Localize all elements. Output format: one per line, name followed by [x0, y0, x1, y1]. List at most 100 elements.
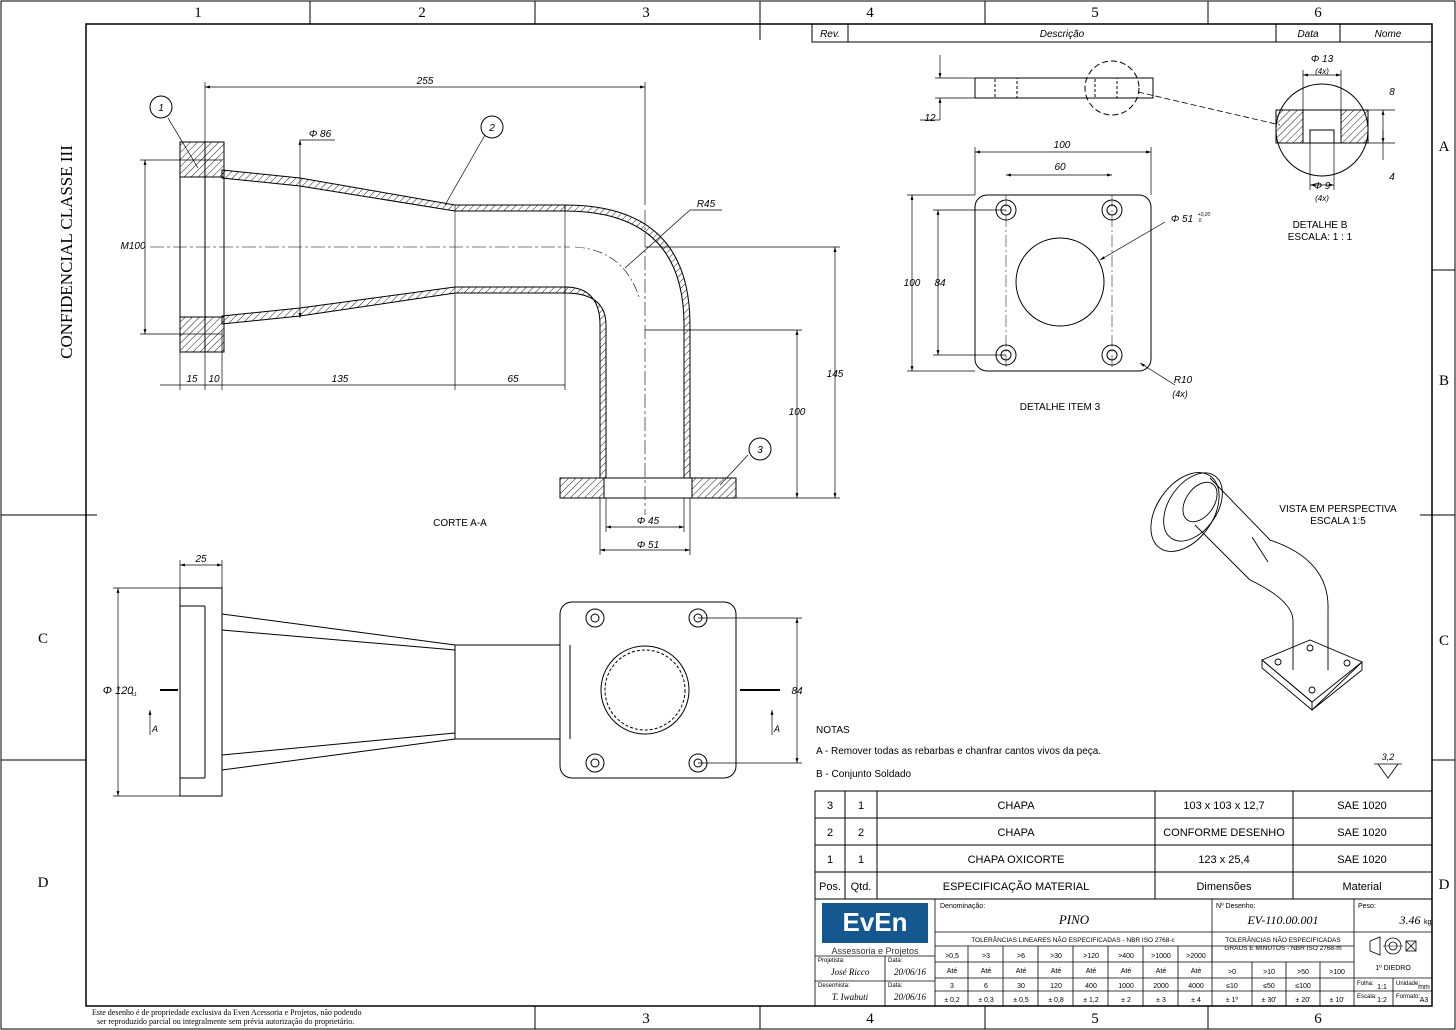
svg-text:4: 4 [866, 5, 874, 21]
svg-text:1:1: 1:1 [1377, 984, 1387, 991]
detail-b-labels: Φ 13 (4x) 8 4 Φ 9 (4x) DETALHE B ESCALA:… [1288, 54, 1395, 243]
svg-text:3,2: 3,2 [1382, 752, 1395, 762]
svg-text:Folha:: Folha: [1357, 981, 1374, 987]
svg-text:120: 120 [1050, 983, 1062, 990]
svg-text:± 30': ± 30' [1262, 997, 1277, 1004]
svg-text:3: 3 [642, 5, 650, 21]
svg-text:>100: >100 [1329, 969, 1345, 976]
svg-text:Até: Até [1191, 968, 1202, 975]
svg-text:A - Remover todas as rebarbas: A - Remover todas as rebarbas e chanfrar… [816, 746, 1101, 757]
svg-text:0: 0 [1199, 218, 1202, 224]
svg-text:PINO: PINO [1058, 912, 1090, 927]
svg-text:5: 5 [1091, 5, 1099, 21]
svg-text:Até: Até [1121, 968, 1132, 975]
svg-text:4000: 4000 [1188, 983, 1204, 990]
svg-text:Peso:: Peso: [1358, 903, 1376, 910]
svg-text:ESCALA: 1 : 1: ESCALA: 1 : 1 [1288, 232, 1353, 243]
svg-text:Desenhista:: Desenhista: [818, 983, 850, 989]
svg-text:2: 2 [418, 5, 426, 21]
svg-text:>50: >50 [1297, 969, 1309, 976]
revision-table: Rev. Descrição Data Nome [811, 23, 1433, 43]
svg-text:Até: Até [1156, 968, 1167, 975]
plan-view [113, 560, 802, 797]
svg-text:4: 4 [866, 1011, 874, 1027]
svg-text:>1000: >1000 [1151, 953, 1171, 960]
svg-text:65: 65 [507, 374, 519, 385]
svg-text:D: D [1439, 877, 1450, 893]
svg-text:Até: Até [947, 968, 958, 975]
svg-text:84: 84 [934, 278, 946, 289]
svg-text:Φ 51: Φ 51 [637, 540, 659, 551]
svg-text:CHAPA: CHAPA [997, 827, 1035, 839]
svg-text:mm: mm [1418, 984, 1430, 991]
svg-text:25: 25 [194, 554, 207, 565]
ownership-notice: Este desenho é de propriedade exclusiva … [92, 1008, 361, 1026]
svg-text:José Ricco: José Ricco [831, 967, 870, 977]
svg-text:± 2: ± 2 [1121, 997, 1131, 1004]
svg-text:Qtd.: Qtd. [851, 881, 872, 893]
svg-text:145: 145 [827, 369, 844, 380]
svg-text:Φ 120: Φ 120 [103, 685, 134, 697]
svg-text:6: 6 [984, 983, 988, 990]
svg-text:NOTAS: NOTAS [816, 725, 850, 736]
svg-text:± 0,8: ± 0,8 [1048, 997, 1064, 1004]
svg-text:>400: >400 [1118, 953, 1134, 960]
svg-text:103 x 103 x 12,7: 103 x 103 x 12,7 [1183, 800, 1264, 812]
angular-tolerance-table: >0 >10 >50 >100 ≤10 ≤50 ≤100 ± 1º ± 30' … [1226, 969, 1345, 1004]
detail-b [1275, 70, 1395, 190]
svg-text:2: 2 [488, 123, 495, 134]
svg-text:3: 3 [757, 445, 763, 456]
svg-text:(4x): (4x) [1315, 67, 1329, 76]
svg-text:20/06/16: 20/06/16 [894, 992, 927, 1002]
svg-text:Formato:: Formato: [1396, 994, 1420, 1000]
item3-bolt-holes [995, 199, 1123, 366]
svg-text:>6: >6 [1017, 953, 1025, 960]
svg-text:Φ 51: Φ 51 [1171, 214, 1193, 225]
svg-text:≤50: ≤50 [1263, 983, 1275, 990]
svg-text:Assessoria e Projetos: Assessoria e Projetos [831, 946, 919, 956]
svg-text:CHAPA: CHAPA [997, 800, 1035, 812]
svg-text:1: 1 [158, 103, 164, 114]
notes: NOTAS A - Remover todas as rebarbas e ch… [816, 725, 1402, 780]
svg-text:R10: R10 [1174, 375, 1193, 386]
svg-text:4: 4 [1389, 172, 1395, 183]
svg-text:Até: Até [1051, 968, 1062, 975]
svg-text:GRAUS E MINUTOS - NBR ISO 2768: GRAUS E MINUTOS - NBR ISO 2768-m [1224, 945, 1341, 952]
svg-text:Até: Até [981, 968, 992, 975]
svg-text:255: 255 [416, 76, 434, 87]
svg-text:A3: A3 [1420, 997, 1429, 1004]
svg-text:CONFORME DESENHO: CONFORME DESENHO [1163, 827, 1285, 839]
svg-text:Φ 86: Φ 86 [309, 129, 332, 140]
svg-text:>0,5: >0,5 [945, 953, 959, 960]
svg-text:2: 2 [858, 827, 864, 839]
section-view-a-a [150, 141, 737, 515]
svg-text:D: D [38, 875, 49, 891]
svg-text:ser reproduzido parcial ou int: ser reproduzido parcial ou integralmente… [97, 1017, 354, 1026]
svg-text:2: 2 [827, 827, 833, 839]
svg-text:TOLERÂNCIAS LINEARES NÃO ESPEC: TOLERÂNCIAS LINEARES NÃO ESPECIFICADAS -… [971, 935, 1175, 944]
svg-text:± 0,5: ± 0,5 [1013, 997, 1029, 1004]
svg-text:3.46: 3.46 [1399, 913, 1421, 927]
svg-text:Projetista:: Projetista: [818, 958, 845, 964]
svg-text:Pos.: Pos. [819, 881, 841, 893]
svg-text:Data:: Data: [888, 983, 903, 989]
perspective-view [1150, 472, 1363, 711]
svg-text:>2000: >2000 [1186, 953, 1206, 960]
svg-text:2000: 2000 [1153, 983, 1169, 990]
svg-text:84: 84 [791, 686, 803, 697]
svg-text:135: 135 [332, 374, 349, 385]
svg-text:10: 10 [208, 374, 220, 385]
svg-text:T. Iwabuti: T. Iwabuti [832, 992, 869, 1002]
svg-text:SAE 1020: SAE 1020 [1337, 827, 1387, 839]
svg-text:>0: >0 [1228, 969, 1236, 976]
svg-text:Data: Data [1297, 29, 1319, 40]
svg-text:DETALHE ITEM 3: DETALHE ITEM 3 [1020, 402, 1101, 413]
svg-text:EV-110.00.001: EV-110.00.001 [1246, 913, 1318, 927]
svg-text:1: 1 [827, 854, 833, 866]
perspective-scale: ESCALA 1:5 [1310, 516, 1366, 527]
detail-item-3-labels: 100 60 Φ 51 +0,20 0 100 84 R10 (4x) DETA… [904, 140, 1211, 413]
svg-text:Este desenho é de propriedade: Este desenho é de propriedade exclusiva … [92, 1008, 361, 1017]
svg-text:400: 400 [1085, 983, 1097, 990]
svg-text:± 4: ± 4 [1191, 997, 1201, 1004]
